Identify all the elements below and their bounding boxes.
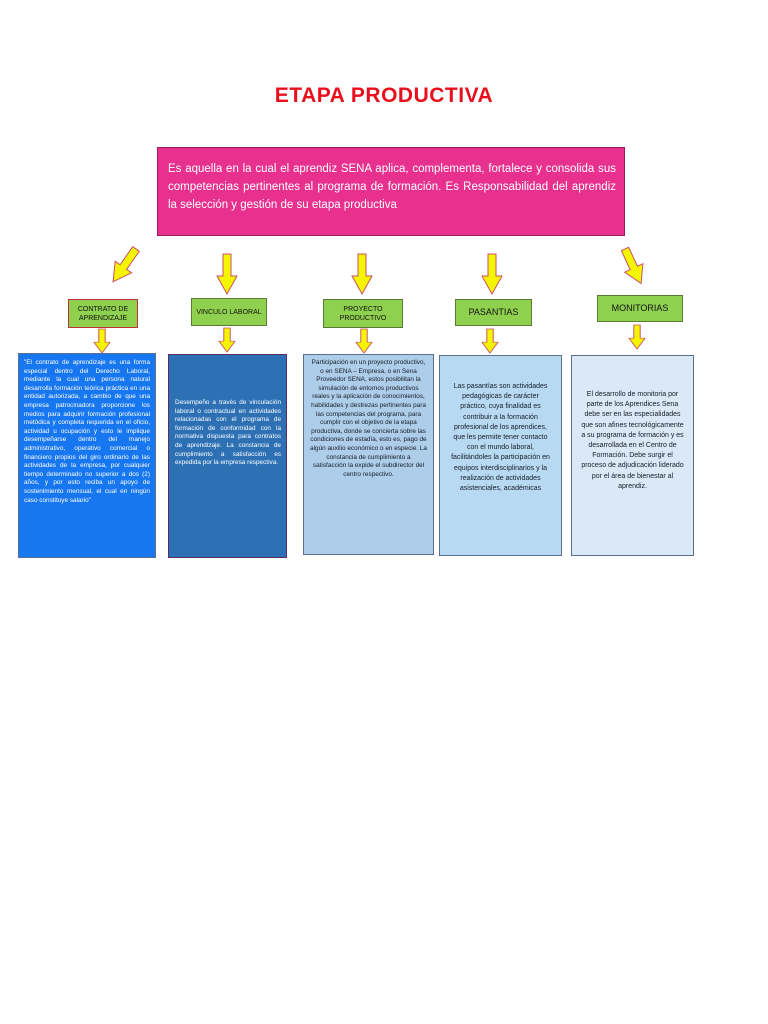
desc-vinculo-laboral: Desempeño a través de vinculación labora… bbox=[168, 354, 287, 558]
main-definition-text: Es aquella en la cual el aprendiz SENA a… bbox=[168, 163, 616, 211]
label-monitorias-text: MONITORIAS bbox=[611, 303, 669, 313]
page-title: ETAPA PRODUCTIVA bbox=[274, 84, 494, 107]
arrow-to-desc-vinculo bbox=[218, 327, 236, 353]
label-contrato-text: CONTRATO DE APRENDIZAJE bbox=[77, 305, 129, 322]
arrow-to-proyecto bbox=[351, 253, 373, 295]
label-vinculo-text: VINCULO LABORAL bbox=[196, 308, 262, 316]
desc-monitorias: El desarrollo de monitoria por parte de … bbox=[571, 355, 694, 556]
label-pasantias: PASANTIAS bbox=[455, 299, 532, 326]
arrow-to-desc-contrato bbox=[93, 328, 111, 354]
main-definition-box: Es aquella en la cual el aprendiz SENA a… bbox=[157, 147, 625, 236]
desc-vinculo-text: Desempeño a través de vinculación labora… bbox=[175, 399, 281, 467]
label-proyecto-productivo: PROYECTO PRODUCTIVO bbox=[323, 299, 403, 328]
label-pasantias-text: PASANTIAS bbox=[468, 307, 519, 317]
desc-proyecto-productivo: Participación en un proyecto productivo,… bbox=[303, 354, 434, 555]
desc-pasantias: Las pasantías son actividades pedagógica… bbox=[439, 355, 562, 556]
label-proyecto-text: PROYECTO PRODUCTIVO bbox=[339, 305, 387, 322]
desc-contrato-text: "El contrato de aprendizaje es una forma… bbox=[24, 359, 150, 504]
desc-contrato-aprendizaje: "El contrato de aprendizaje es una forma… bbox=[18, 353, 156, 558]
arrow-to-desc-monitorias bbox=[628, 324, 646, 350]
label-monitorias: MONITORIAS bbox=[597, 295, 683, 322]
desc-pasantias-text: Las pasantías son actividades pedagógica… bbox=[451, 383, 550, 493]
label-vinculo-laboral: VINCULO LABORAL bbox=[191, 298, 267, 326]
arrow-to-vinculo bbox=[216, 253, 238, 295]
arrow-to-monitorias bbox=[615, 244, 651, 289]
desc-proyecto-text: Participación en un proyecto productivo,… bbox=[310, 359, 427, 478]
label-contrato-aprendizaje: CONTRATO DE APRENDIZAJE bbox=[68, 299, 138, 328]
arrow-to-desc-proyecto bbox=[355, 328, 373, 354]
arrow-to-desc-pasantias bbox=[481, 328, 499, 354]
arrow-to-contrato bbox=[104, 242, 145, 289]
arrow-to-pasantias bbox=[481, 253, 503, 295]
desc-monitorias-text: El desarrollo de monitoria por parte de … bbox=[581, 391, 684, 490]
